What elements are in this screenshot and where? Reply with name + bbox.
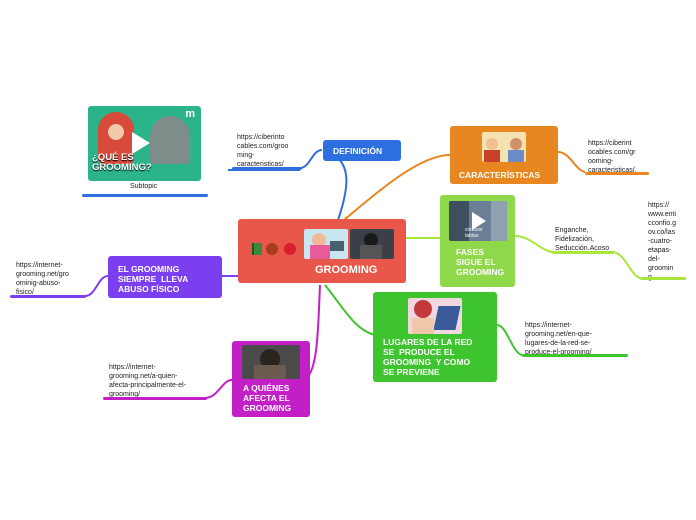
node-caracteristicas-label: CARACTERÍSTICAS bbox=[459, 170, 541, 180]
fases-thumbnail[interactable]: conocer tablas bbox=[449, 201, 507, 241]
url-lugares-underline bbox=[522, 354, 628, 357]
node-quienes-label: A QUIÉNES AFECTA EL GROOMING bbox=[243, 383, 292, 413]
url-abuso-underline bbox=[10, 295, 86, 298]
node-fases-label: FASES SIGUE EL GROOMING bbox=[456, 247, 505, 277]
subtopic-label: Subtopic bbox=[130, 183, 158, 190]
link-lugares bbox=[324, 284, 376, 336]
url-definicion[interactable]: https://ciberinto cables.com/groo ming- … bbox=[237, 134, 289, 168]
root-image-kid-computer bbox=[304, 229, 348, 259]
link-url-definicion bbox=[299, 149, 323, 169]
url-caracteristicas-underline bbox=[585, 172, 649, 175]
ball-icon bbox=[266, 243, 278, 255]
fases-thumb-text: conocer tablas bbox=[465, 227, 483, 239]
play-icon[interactable] bbox=[132, 132, 150, 154]
thumbnail-wolf-figure bbox=[150, 116, 190, 164]
link-fases-sub bbox=[514, 235, 553, 253]
url-caracteristicas[interactable]: https://ciberint ocables.com/gr ooming- … bbox=[588, 140, 637, 174]
node-abuso[interactable]: EL GROOMING SIEMPRE LLEVA ABUSO FÍSICO bbox=[108, 256, 222, 298]
node-quienes[interactable]: A QUIÉNES AFECTA EL GROOMING bbox=[232, 341, 310, 417]
url-quienes-underline bbox=[103, 397, 207, 400]
url-definicion-underline bbox=[232, 167, 302, 170]
url-fases[interactable]: https:// www.enti cconfio.g ov.co/las -c… bbox=[648, 202, 677, 281]
fases-subtopic-text: Enganche, Fidelización, Seducción.Acoso bbox=[555, 227, 610, 252]
node-lugares[interactable]: LUGARES DE LA RED SE PRODUCE EL GROOMING… bbox=[373, 292, 497, 382]
url-abuso[interactable]: https://internet- grooming.net/gro omini… bbox=[16, 262, 69, 296]
video-thumbnail[interactable]: m ¿QUÉ ES GROOMING? bbox=[88, 106, 201, 181]
url-fases-underline bbox=[640, 277, 686, 280]
link-url-lugares bbox=[496, 324, 523, 356]
root-image-hacker bbox=[350, 229, 394, 259]
book-icon bbox=[252, 243, 262, 255]
angry-face-icon bbox=[284, 243, 296, 255]
node-definicion[interactable]: DEFINICIÓN bbox=[323, 140, 401, 161]
node-fases[interactable]: conocer tablas FASES SIGUE EL GROOMING bbox=[440, 195, 515, 287]
url-quienes[interactable]: https://internet- grooming.net/a-quien- … bbox=[109, 364, 187, 398]
thumbnail-girl-face bbox=[108, 124, 124, 140]
lugares-image bbox=[408, 298, 462, 334]
fases-subtopic-underline bbox=[552, 251, 614, 254]
link-url-quienes bbox=[204, 379, 233, 399]
link-caracteristicas bbox=[343, 154, 451, 221]
channel-logo: m bbox=[185, 108, 195, 120]
quienes-image bbox=[242, 345, 300, 379]
url-lugares[interactable]: https://internet- grooming.net/en-que- l… bbox=[525, 322, 592, 356]
caracteristicas-image bbox=[482, 132, 526, 162]
root-node-grooming[interactable]: GROOMING bbox=[238, 219, 406, 283]
node-caracteristicas[interactable]: CARACTERÍSTICAS bbox=[450, 126, 558, 184]
node-abuso-label: EL GROOMING SIEMPRE LLEVA ABUSO FÍSICO bbox=[118, 264, 189, 294]
link-url-abuso bbox=[84, 275, 109, 297]
thumbnail-title: ¿QUÉ ES GROOMING? bbox=[92, 152, 152, 173]
node-definicion-label: DEFINICIÓN bbox=[333, 146, 383, 156]
link-url-caracteristicas bbox=[557, 151, 586, 173]
node-lugares-label: LUGARES DE LA RED SE PRODUCE EL GROOMING… bbox=[383, 337, 473, 377]
subtopic-underline bbox=[82, 194, 208, 197]
root-node-label: GROOMING bbox=[315, 264, 378, 276]
fases-play-icon[interactable] bbox=[472, 212, 486, 230]
link-fases-url bbox=[611, 251, 641, 279]
